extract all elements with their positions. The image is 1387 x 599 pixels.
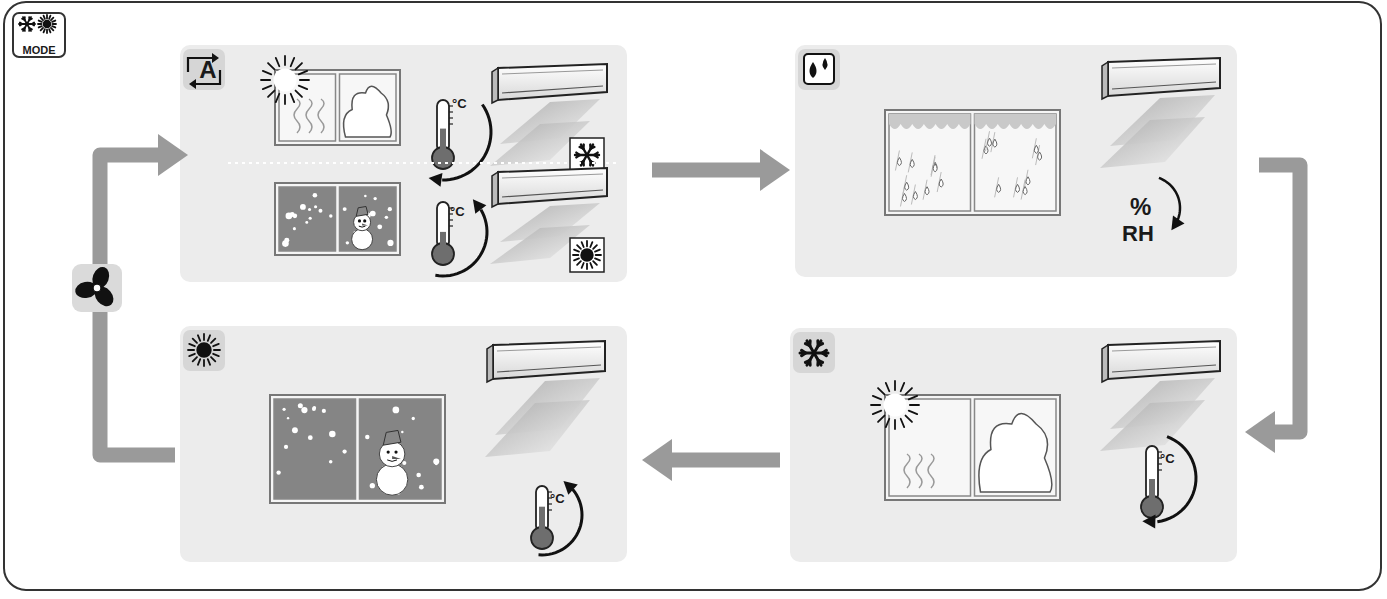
curved-arrow bbox=[1142, 437, 1196, 529]
snowflake-icon bbox=[800, 341, 828, 365]
thermometer bbox=[531, 486, 553, 549]
sun-icon bbox=[573, 241, 601, 269]
unit-label: RH bbox=[1122, 223, 1154, 245]
button-label: MODE bbox=[14, 45, 64, 56]
air-conditioner bbox=[492, 64, 607, 103]
icon-tab bbox=[183, 330, 225, 371]
unit-label: °C bbox=[450, 205, 465, 218]
unit-label: °C bbox=[1160, 452, 1175, 465]
curved-arrow bbox=[435, 199, 487, 276]
flow-arrow bbox=[1245, 165, 1300, 453]
fan-icon bbox=[72, 264, 122, 312]
panel-ground bbox=[180, 45, 627, 282]
icon-letter: A bbox=[183, 58, 233, 82]
window-scene bbox=[885, 110, 1060, 215]
mode-panel: °C bbox=[790, 328, 1237, 562]
sun-icon bbox=[38, 15, 56, 33]
heat-badge bbox=[570, 238, 604, 272]
panel-ground bbox=[795, 45, 1237, 277]
snowman bbox=[376, 430, 407, 495]
window-scene bbox=[275, 183, 400, 255]
thermometer bbox=[432, 100, 454, 169]
unit-label: % bbox=[1130, 195, 1151, 219]
sun-icon bbox=[871, 381, 919, 429]
mode-icon: A bbox=[183, 50, 233, 90]
cloud bbox=[344, 86, 392, 137]
panel-ground bbox=[790, 328, 1237, 562]
curved-arrow bbox=[539, 481, 582, 555]
mode-panel: °C bbox=[180, 326, 627, 562]
unit-label: °C bbox=[452, 97, 467, 110]
air-conditioner bbox=[1102, 341, 1220, 382]
unit-label: °C bbox=[550, 492, 565, 505]
airflow bbox=[485, 378, 600, 457]
air-conditioner bbox=[487, 341, 605, 382]
mode-panel: % RH bbox=[795, 45, 1237, 277]
air-conditioner bbox=[1102, 58, 1220, 99]
sun-icon bbox=[261, 56, 309, 104]
flow-arrow bbox=[652, 149, 790, 191]
sun-icon bbox=[188, 334, 220, 366]
curved-arrow bbox=[429, 104, 491, 186]
airflow bbox=[1100, 378, 1215, 451]
airflow bbox=[490, 99, 600, 166]
cool-badge bbox=[570, 138, 604, 172]
panel-ground bbox=[180, 326, 627, 562]
mode-panel: °C °C A bbox=[180, 45, 627, 282]
outer-frame bbox=[4, 2, 1381, 590]
window-scene bbox=[871, 381, 1060, 500]
airflow bbox=[1100, 95, 1215, 168]
divider bbox=[228, 162, 620, 164]
icon-tab bbox=[793, 332, 835, 373]
flow-arrow bbox=[642, 439, 780, 481]
cloud bbox=[979, 413, 1052, 492]
air-conditioner bbox=[492, 168, 607, 207]
mode-button: MODE bbox=[12, 12, 66, 58]
window-scene bbox=[270, 395, 445, 503]
airflow bbox=[490, 203, 600, 264]
window-scene bbox=[261, 56, 400, 145]
curved-arrow bbox=[1159, 178, 1185, 230]
snowflake-icon bbox=[19, 17, 35, 31]
snowman bbox=[352, 206, 373, 249]
thermometer bbox=[1141, 446, 1163, 518]
dry-icon bbox=[804, 54, 834, 84]
icon-tab bbox=[798, 49, 840, 90]
